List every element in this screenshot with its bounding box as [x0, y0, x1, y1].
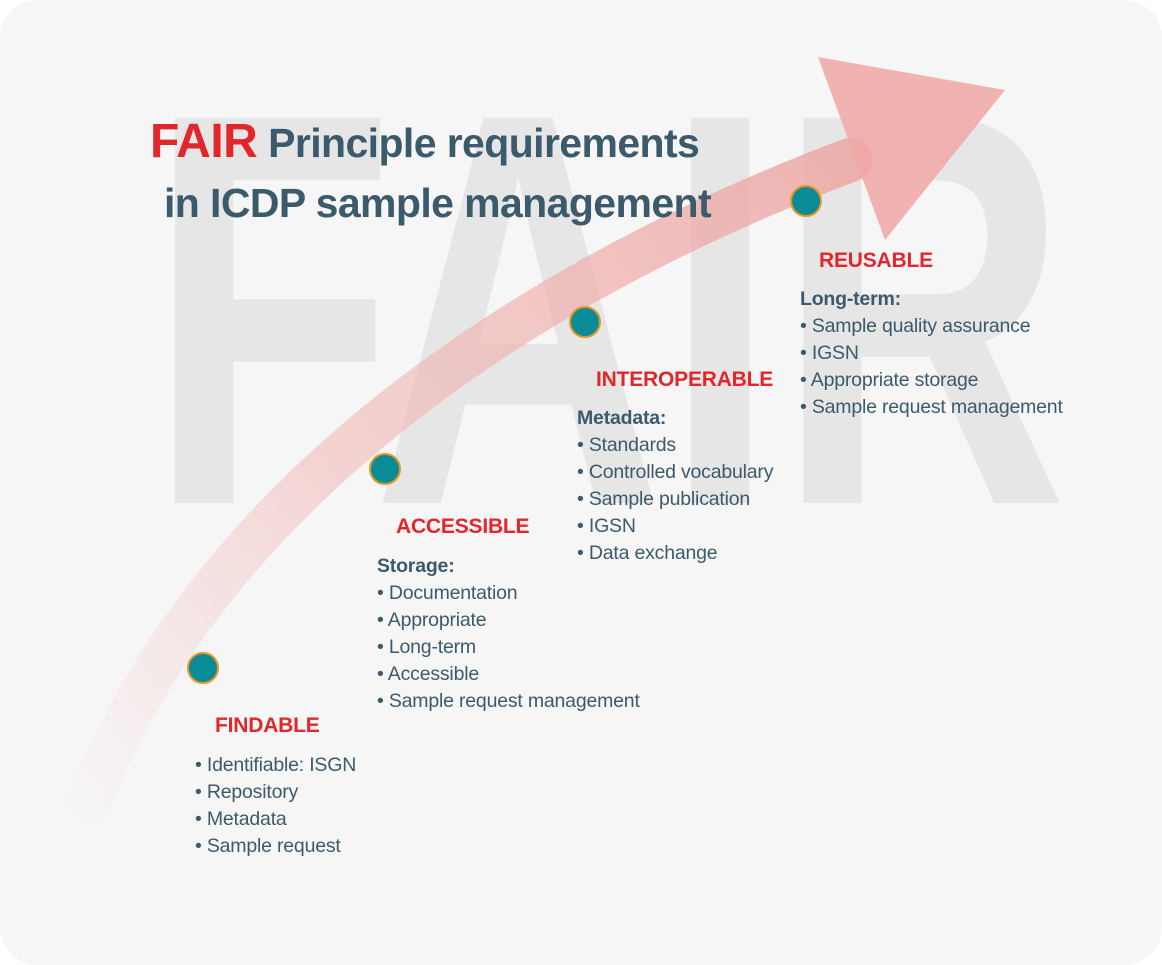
- list-item: Repository: [195, 779, 356, 806]
- reusable-lead: Long-term:: [800, 288, 901, 310]
- list-item: Documentation: [377, 580, 640, 607]
- page-title: FAIR Principle requirements in ICDP samp…: [150, 112, 750, 233]
- list-item: Appropriate storage: [800, 367, 1063, 394]
- list-item: Sample request management: [377, 688, 640, 715]
- arrow-head: [818, 57, 1005, 240]
- accessible-heading: ACCESSIBLE: [396, 515, 530, 538]
- list-item: Sample quality assurance: [800, 313, 1063, 340]
- interoperable-lead: Metadata:: [577, 407, 667, 429]
- findable-list: Identifiable: ISGN Repository Metadata S…: [195, 752, 356, 860]
- findable-heading: FINDABLE: [215, 714, 320, 737]
- list-item: Data exchange: [577, 540, 773, 567]
- title-line-2: in ICDP sample management: [164, 180, 712, 226]
- accessible-marker: [369, 453, 401, 485]
- list-item: Controlled vocabulary: [577, 459, 774, 486]
- list-item: Identifiable: ISGN: [195, 752, 356, 779]
- accessible-list: Storage: Documentation Appropriate Long-…: [377, 553, 640, 715]
- arrow-shaft: [68, 138, 872, 822]
- title-rest: Principle requirements: [268, 120, 700, 166]
- list-item: Long-term: [377, 634, 640, 661]
- list-item: Accessible: [377, 661, 640, 688]
- title-accent: FAIR: [150, 115, 258, 168]
- list-item: Sample publication: [577, 486, 773, 513]
- reusable-marker: [790, 185, 822, 217]
- reusable-heading: REUSABLE: [819, 249, 933, 272]
- list-item: Sample request management: [800, 394, 1063, 421]
- list-item: Standards: [577, 432, 773, 459]
- list-item: Sample request: [195, 833, 356, 860]
- list-item: IGSN: [577, 513, 773, 540]
- accessible-lead: Storage:: [377, 555, 455, 577]
- list-item: Metadata: [195, 806, 356, 833]
- interoperable-heading: INTEROPERABLE: [596, 368, 774, 391]
- interoperable-marker: [569, 306, 601, 338]
- list-item: Appropriate: [377, 607, 640, 634]
- interoperable-list: Metadata: Standards Controlled vocabular…: [577, 405, 773, 567]
- findable-marker: [187, 652, 219, 684]
- list-item: IGSN: [800, 340, 1063, 367]
- reusable-list: Long-term: Sample quality assurance IGSN…: [800, 286, 1063, 421]
